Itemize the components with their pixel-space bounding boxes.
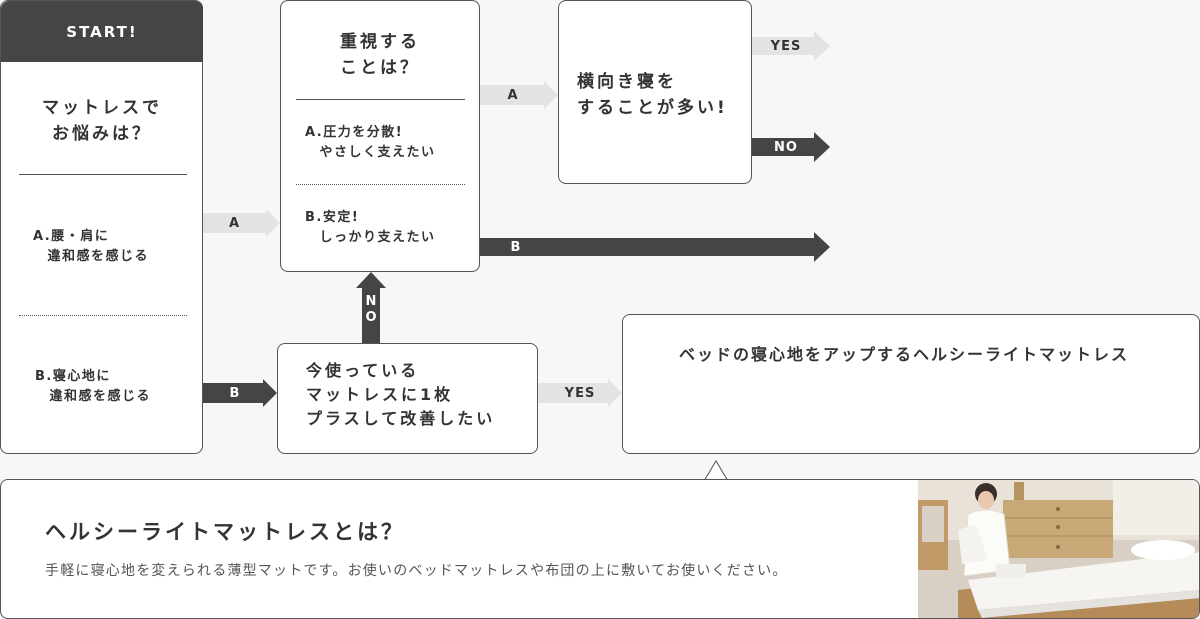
divider <box>296 99 465 100</box>
arrow-label: NO <box>362 294 380 330</box>
arrow-side-yes: YES <box>752 31 830 61</box>
info-title: ヘルシーライトマットレスとは？ <box>45 520 405 544</box>
arrow-label: A <box>228 215 241 231</box>
current-mattress-card: 今使っている マットレスに1枚 プラスして改善したい <box>277 343 538 454</box>
arrow-priority-b: B <box>480 232 830 262</box>
start-question: マットレスで お悩みは？ <box>42 98 162 144</box>
start-option-a: A.腰・肩に 違和感を感じる <box>33 229 150 264</box>
arrow-start-a: A <box>203 209 280 237</box>
arrow-side-no: NO <box>752 132 830 162</box>
arrow-label-text: NO <box>363 294 379 326</box>
priority-card: 重視する ことは？ A.圧力を分散! やさしく支えたい B.安定! しっかり支え… <box>280 0 480 272</box>
start-card: START! マットレスで お悩みは？ A.腰・肩に 違和感を感じる B.寝心地… <box>0 0 203 454</box>
arrow-label: YES <box>564 385 596 401</box>
start-option-b: B.寝心地に 違和感を感じる <box>35 369 152 404</box>
side-sleep-card: 横向き寝を することが多い! <box>558 0 752 184</box>
arrow-start-b: B <box>203 379 277 407</box>
arrow-current-no: NO <box>356 272 386 343</box>
info-description: 手軽に寝心地を変えられる薄型マットです。お使いのベッドマットレスや布団の上に敷い… <box>45 563 788 579</box>
divider-dotted <box>19 315 187 316</box>
arrow-label: A <box>507 87 519 103</box>
arrow-label: NO <box>774 139 798 155</box>
start-header: START! <box>1 1 203 62</box>
priority-option-a: A.圧力を分散! やさしく支えたい <box>305 125 436 160</box>
priority-option-b: B.安定! しっかり支えたい <box>305 210 436 245</box>
divider-dotted <box>296 184 465 185</box>
divider <box>19 174 187 175</box>
side-sleep-question: 横向き寝を することが多い! <box>577 72 728 118</box>
arrow-current-yes: YES <box>538 379 622 407</box>
product-photo <box>918 480 1199 618</box>
arrow-label: B <box>510 239 522 255</box>
arrow-label: YES <box>770 38 802 54</box>
current-mattress-question: 今使っている マットレスに1枚 プラスして改善したい <box>306 361 496 428</box>
arrow-priority-a: A <box>480 81 558 109</box>
result-card[interactable]: ベッドの寝心地をアップするヘルシーライトマットレス <box>622 314 1200 454</box>
arrow-label: B <box>229 385 241 401</box>
info-card: ヘルシーライトマットレスとは？ 手軽に寝心地を変えられる薄型マットです。お使いの… <box>0 479 1200 619</box>
priority-question: 重視する ことは？ <box>340 32 420 78</box>
result-text: ベッドの寝心地をアップするヘルシーライトマットレス <box>679 345 1130 364</box>
